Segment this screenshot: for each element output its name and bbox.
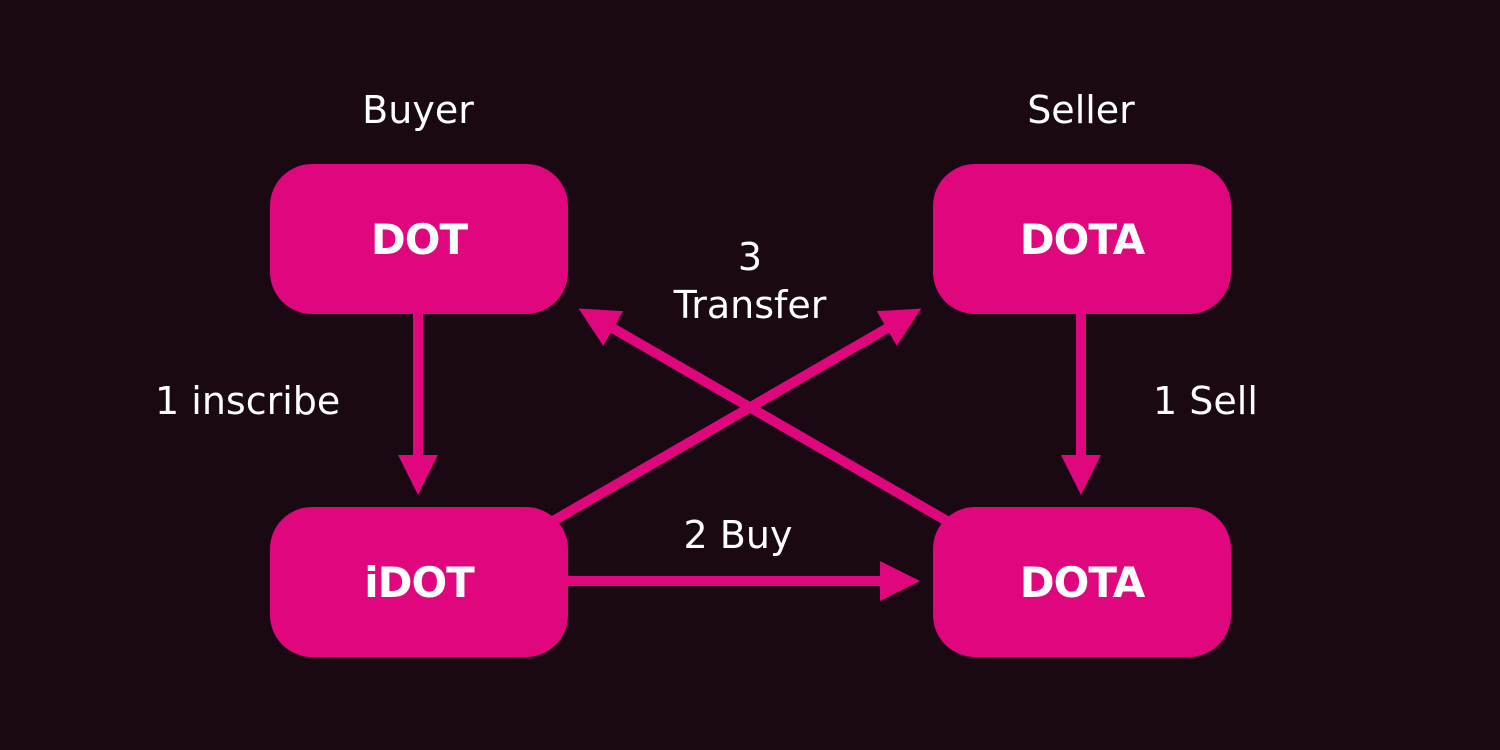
node-buyer-idot-label: iDOT — [364, 557, 475, 607]
edge-label-buy: 2 Buy — [683, 513, 793, 557]
buyer-role-label: Buyer — [362, 88, 474, 132]
node-seller-dota: DOTA — [933, 164, 1231, 314]
node-buyer-dot: DOT — [270, 164, 568, 314]
arrow-transfer-to-seller — [550, 308, 922, 526]
seller-role-label: Seller — [1027, 88, 1135, 132]
node-seller-dota-bottom: DOTA — [933, 507, 1231, 657]
edge-label-transfer-text: Transfer — [673, 282, 827, 327]
node-seller-dota-label: DOTA — [1019, 214, 1145, 264]
node-buyer-idot: iDOT — [270, 507, 568, 657]
arrow-transfer-to-buyer — [578, 308, 950, 526]
node-buyer-dot-label: DOT — [370, 214, 468, 264]
node-seller-dota-bottom-label: DOTA — [1019, 557, 1145, 607]
edge-label-inscribe: 1 inscribe — [155, 379, 341, 423]
edge-label-transfer-step: 3 — [737, 235, 763, 279]
edge-label-transfer: 3 Transfer — [674, 234, 827, 329]
edge-label-sell: 1 Sell — [1153, 379, 1258, 423]
